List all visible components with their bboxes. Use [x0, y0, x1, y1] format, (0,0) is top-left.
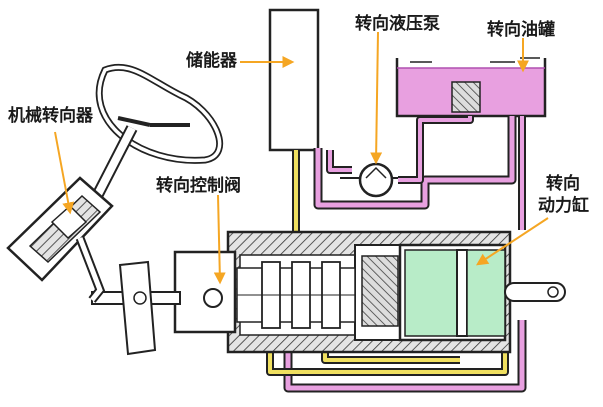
- label-steering-reservoir: 转向油罐: [487, 20, 555, 40]
- steering-wheel: [89, 63, 224, 203]
- arrow-control-valve: [213, 194, 226, 285]
- accumulator: [268, 8, 320, 152]
- arrow-steering-gear: [54, 131, 75, 215]
- callout-arrows: [54, 31, 549, 285]
- piston-rod: [504, 282, 566, 302]
- mechanical-steering-gear: [6, 176, 114, 303]
- valve-spool: [203, 261, 356, 329]
- label-power-cylinder-line1: 转向: [546, 174, 580, 194]
- arrow-power-cylinder: [475, 217, 549, 266]
- steering-reservoir: [395, 57, 547, 118]
- arrow-steering-pump: [370, 31, 383, 165]
- label-control-valve: 转向控制阀: [156, 176, 241, 196]
- label-accumulator: 储能器: [186, 51, 237, 71]
- steering-pump: [340, 162, 398, 198]
- label-steering-pump: 转向液压泵: [355, 14, 440, 34]
- linkage-rod: [91, 260, 181, 356]
- pink-oil-lines: [283, 116, 527, 393]
- label-steering-gear: 机械转向器: [8, 106, 93, 126]
- power-cylinder-piston: [404, 249, 506, 337]
- label-power-cylinder-line2: 动力缸: [538, 196, 589, 216]
